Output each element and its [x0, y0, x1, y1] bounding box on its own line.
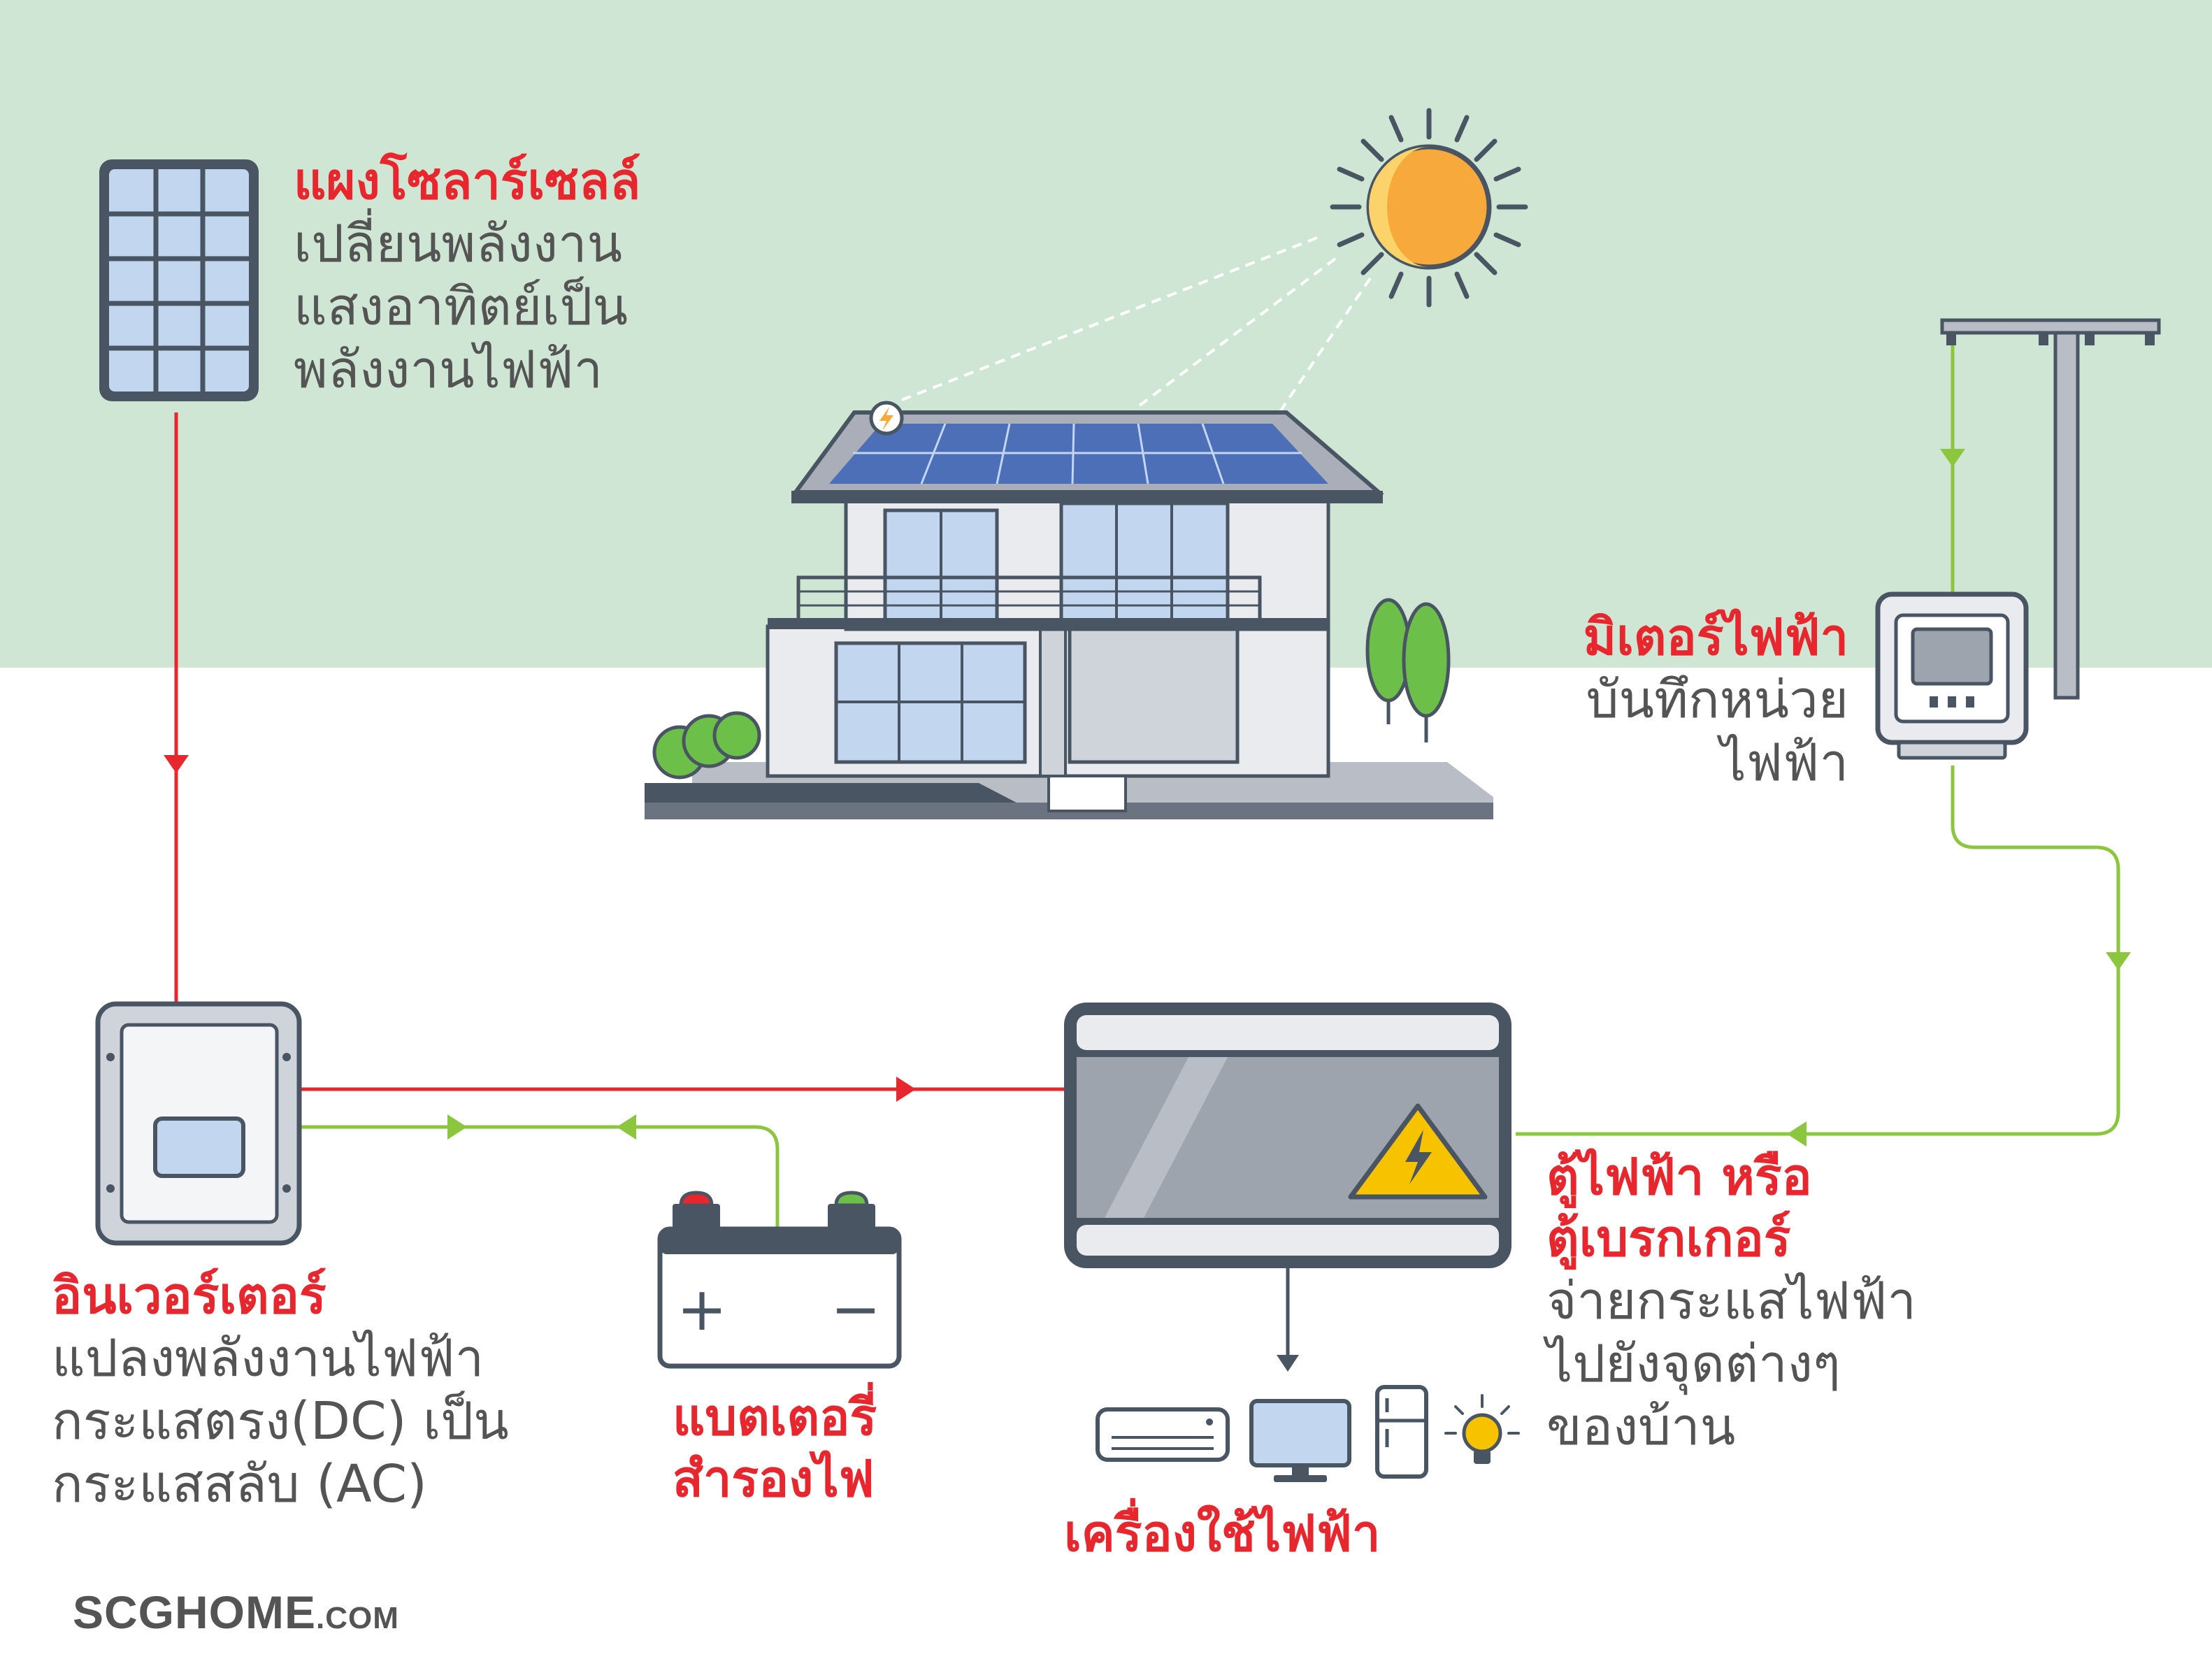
solar-panel-desc-line2: แสงอาทิตย์เป็น — [294, 277, 629, 338]
breaker-label: ตู้ไฟฟ้า หรือ ตู้เบรกเกอร์ จ่ายกระแสไฟฟ้… — [1546, 1147, 1916, 1458]
breaker-title-line2: ตู้เบรกเกอร์ — [1546, 1208, 1791, 1267]
ac-wires — [299, 343, 2120, 1232]
appliances-title: เครื่องใช้ไฟฟ้า — [1064, 1504, 1381, 1563]
battery-icon: + − — [657, 1191, 902, 1369]
solar-panel-icon — [99, 159, 259, 401]
battery-title-line2: สำรองไฟ — [673, 1449, 875, 1508]
inverter-label: อินเวอร์เตอร์ แปลงพลังงานไฟฟ้า กระแสตรง(… — [52, 1265, 509, 1516]
air-conditioner-icon — [1096, 1407, 1230, 1462]
sun-icon — [1330, 108, 1528, 308]
battery-title-line1: แบตเตอรี่ — [673, 1388, 877, 1446]
arrow-right-green-1 — [447, 1114, 467, 1140]
sunbeams — [901, 236, 1372, 414]
appliances-label: เครื่องใช้ไฟฟ้า — [1064, 1503, 1380, 1565]
solar-panel-desc-line1: เปลี่ยนพลังงาน — [294, 213, 623, 274]
inverter-title: อินเวอร์เตอร์ — [52, 1266, 326, 1325]
arrow-down-red — [164, 755, 189, 773]
arrow-down-green-1 — [1940, 449, 1965, 467]
battery-minus-terminal: − — [831, 1274, 881, 1344]
house-icon — [645, 401, 1493, 819]
inverter-desc-line2: กระแสตรง(DC) เป็น — [52, 1391, 509, 1452]
arrow-left-green-2 — [1787, 1121, 1807, 1147]
breaker-desc-line1: จ่ายกระแสไฟฟ้า — [1546, 1270, 1916, 1331]
battery-plus-terminal: + — [677, 1274, 727, 1344]
meter-title: มิเตอร์ไฟฟ้า — [1583, 608, 1848, 666]
light-bulb-icon — [1444, 1394, 1520, 1464]
computer-monitor-icon — [1249, 1399, 1351, 1482]
battery-label: แบตเตอรี่ สำรองไฟ — [673, 1387, 877, 1510]
solar-panel-label: แผงโซลาร์เซลล์ เปลี่ยนพลังงาน แสงอาทิตย์… — [294, 151, 640, 402]
arrow-left-green — [617, 1114, 636, 1140]
breaker-desc-line2: ไปยังจุดต่างๆ — [1546, 1333, 1841, 1394]
meter-desc-line2: ไฟฟ้า — [1720, 733, 1848, 793]
meter-desc-line1: บันทึกหน่วย — [1586, 669, 1848, 730]
brand-logo: SCGHOME.COM — [73, 1586, 399, 1639]
inverter-icon — [95, 1001, 302, 1246]
ac-arrows — [447, 449, 2131, 1147]
dc-arrows — [164, 755, 916, 1102]
wire-meter-to-breaker — [1516, 766, 2120, 1136]
breaker-title-line1: ตู้ไฟฟ้า หรือ — [1546, 1147, 1812, 1206]
inverter-desc-line1: แปลงพลังงานไฟฟ้า — [52, 1328, 484, 1388]
breaker-box-icon — [1064, 1003, 1511, 1268]
arrow-right-red — [896, 1077, 916, 1102]
electric-meter-icon — [1875, 591, 2029, 760]
wire-inverter-battery — [299, 1125, 780, 1232]
solar-panel-desc-line3: พลังงานไฟฟ้า — [294, 340, 603, 401]
wire-breaker-to-appliances — [1277, 1268, 1299, 1372]
brand-suffix: .COM — [316, 1601, 399, 1635]
arrow-down-green-2 — [2106, 952, 2131, 970]
power-pole-icon — [1940, 318, 2161, 700]
brand-name: SCGHOME — [73, 1586, 317, 1638]
refrigerator-icon — [1375, 1385, 1428, 1479]
breaker-desc-line3: ของบ้าน — [1546, 1397, 1736, 1458]
meter-label: มิเตอร์ไฟฟ้า บันทึกหน่วย ไฟฟ้า — [1583, 607, 1848, 794]
solar-panel-title: แผงโซลาร์เซลล์ — [294, 152, 641, 210]
dc-wires — [174, 412, 1064, 1091]
inverter-desc-line3: กระแสสลับ (AC) — [52, 1454, 427, 1515]
